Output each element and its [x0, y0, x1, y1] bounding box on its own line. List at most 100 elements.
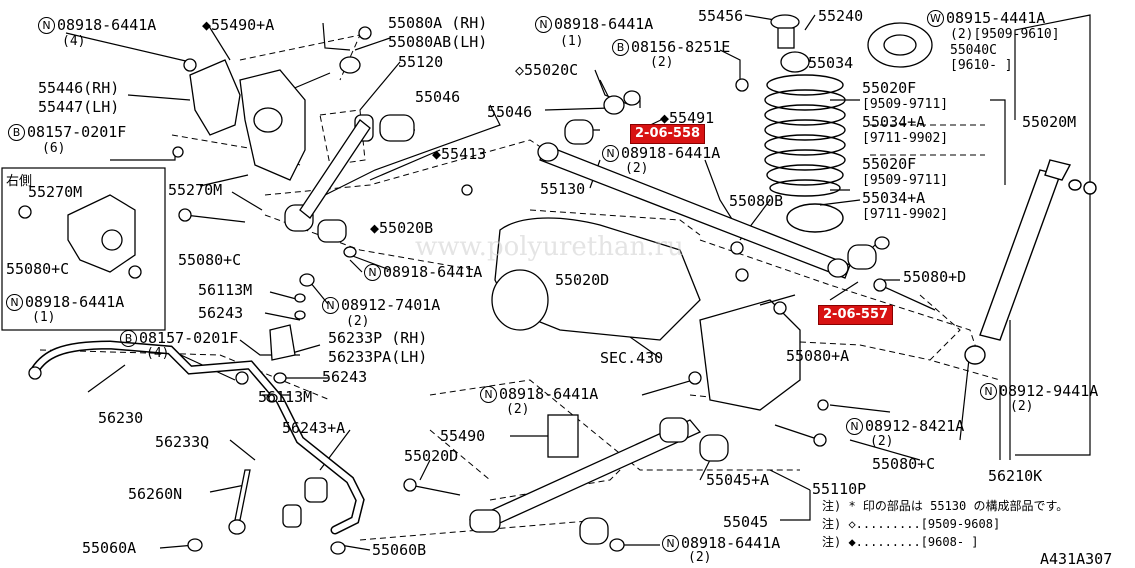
part-label: 55045	[723, 513, 769, 531]
part-label: 55456	[698, 7, 744, 25]
part-label: 56113M	[258, 388, 313, 406]
shock-absorber	[964, 159, 1097, 365]
part-label: [9509-9711]	[862, 173, 949, 188]
part-label: 55020F	[862, 79, 917, 97]
part-label: 55080+C	[178, 251, 242, 269]
nut-symbol-icon: N	[846, 418, 863, 435]
part-label: 56210K	[988, 467, 1043, 485]
part-label: [9711-9902]	[862, 207, 949, 222]
part-label: 55080A (RH)	[388, 14, 488, 32]
part-qty: (2)	[688, 550, 712, 565]
part-label: 56233PA(LH)	[328, 348, 428, 366]
part-qty: (2)	[625, 161, 649, 176]
nut-symbol-icon: N	[602, 145, 619, 162]
part-label: ◆55491	[660, 109, 715, 127]
part-qty: (2)	[1010, 399, 1034, 414]
footnote: 注) * 印の部品は 55130 の構成部品です。	[822, 499, 1069, 513]
part-label: 55240	[818, 7, 864, 25]
part-label: 55046	[415, 88, 461, 106]
part-label: 56233P (RH)	[328, 329, 428, 347]
nut-symbol-icon: N	[480, 386, 497, 403]
part-label: 55130	[540, 180, 586, 198]
part-label: 55446(RH)	[38, 79, 120, 97]
part-label: 55120	[398, 53, 444, 71]
part-label: [9610- ]	[950, 58, 1013, 73]
part-label: 55080+C	[872, 455, 936, 473]
part-label: 55046	[487, 103, 533, 121]
part-badge-2-06-557[interactable]: 2-06-557	[818, 305, 894, 325]
part-label: 55060A	[82, 539, 137, 557]
footnote: 注) ◇.........[9509-9608]	[822, 517, 1001, 531]
part-label: 55080+C	[6, 260, 70, 278]
part-label: 56113M	[198, 281, 253, 299]
side-detail-box	[1, 167, 166, 331]
part-label: 56230	[98, 409, 144, 427]
part-label: 56233Q	[155, 433, 210, 451]
part-label: 55447(LH)	[38, 98, 120, 116]
part-label: 56243	[198, 304, 244, 322]
part-qty: (2)	[650, 55, 674, 70]
part-label: 55270M	[28, 183, 83, 201]
part-label: 55490	[440, 427, 486, 445]
part-label: 55270M	[168, 181, 223, 199]
nut-symbol-icon: N	[662, 535, 679, 552]
part-label: [9509-9711]	[862, 97, 949, 112]
nut-symbol-icon: N	[38, 17, 55, 34]
part-label: 56243	[322, 368, 368, 386]
part-qty: (2)	[870, 434, 894, 449]
part-label: SEC.430	[600, 349, 664, 367]
differential	[491, 217, 801, 411]
part-badge-2-06-558[interactable]: 2-06-558	[630, 124, 706, 144]
part-label: 56243+A	[282, 419, 346, 437]
bolt-symbol-icon: B	[8, 124, 25, 141]
part-label: 55020F	[862, 155, 917, 173]
part-label: 55040C	[950, 43, 997, 58]
part-label: 56260N	[128, 485, 183, 503]
document-id: A431A307	[1040, 550, 1113, 568]
watermark-text: www.polyurethan.ru	[415, 232, 684, 262]
part-label: [9711-9902]	[862, 131, 949, 146]
part-label: 55020D	[404, 447, 459, 465]
part-label: 55080AB(LH)	[388, 33, 488, 51]
part-label: 55080+A	[786, 347, 850, 365]
part-label: 55080+D	[903, 268, 967, 286]
washer-symbol-icon: W	[927, 10, 944, 27]
nut-symbol-icon: N	[322, 297, 339, 314]
footnote: 注) ◆.........[9608- ]	[822, 535, 979, 549]
part-qty: (1)	[32, 310, 56, 325]
coil-spring	[764, 74, 846, 233]
part-label: 55080B	[729, 192, 784, 210]
part-qty: (4)	[62, 34, 86, 49]
part-qty: (4)	[146, 346, 170, 361]
bump-stopper	[547, 414, 579, 458]
part-label: 55060B	[372, 541, 427, 559]
part-label: ◆55413	[432, 145, 487, 163]
nut-symbol-icon: N	[6, 294, 23, 311]
part-label: ◇55020C	[515, 61, 579, 79]
part-qty: (2)	[506, 402, 530, 417]
part-label: 55034	[808, 54, 854, 72]
part-qty: (6)	[42, 141, 66, 156]
part-label: 55020M	[1022, 113, 1077, 131]
part-label: 55045+A	[706, 471, 770, 489]
nut-symbol-icon: N	[535, 16, 552, 33]
part-label: (2)[9509-9610]	[950, 27, 1060, 42]
side-box-title: 右側	[6, 174, 33, 189]
part-label: ◆55490+A	[202, 16, 275, 34]
bolt-symbol-icon: B	[612, 39, 629, 56]
part-qty: (2)	[346, 314, 370, 329]
